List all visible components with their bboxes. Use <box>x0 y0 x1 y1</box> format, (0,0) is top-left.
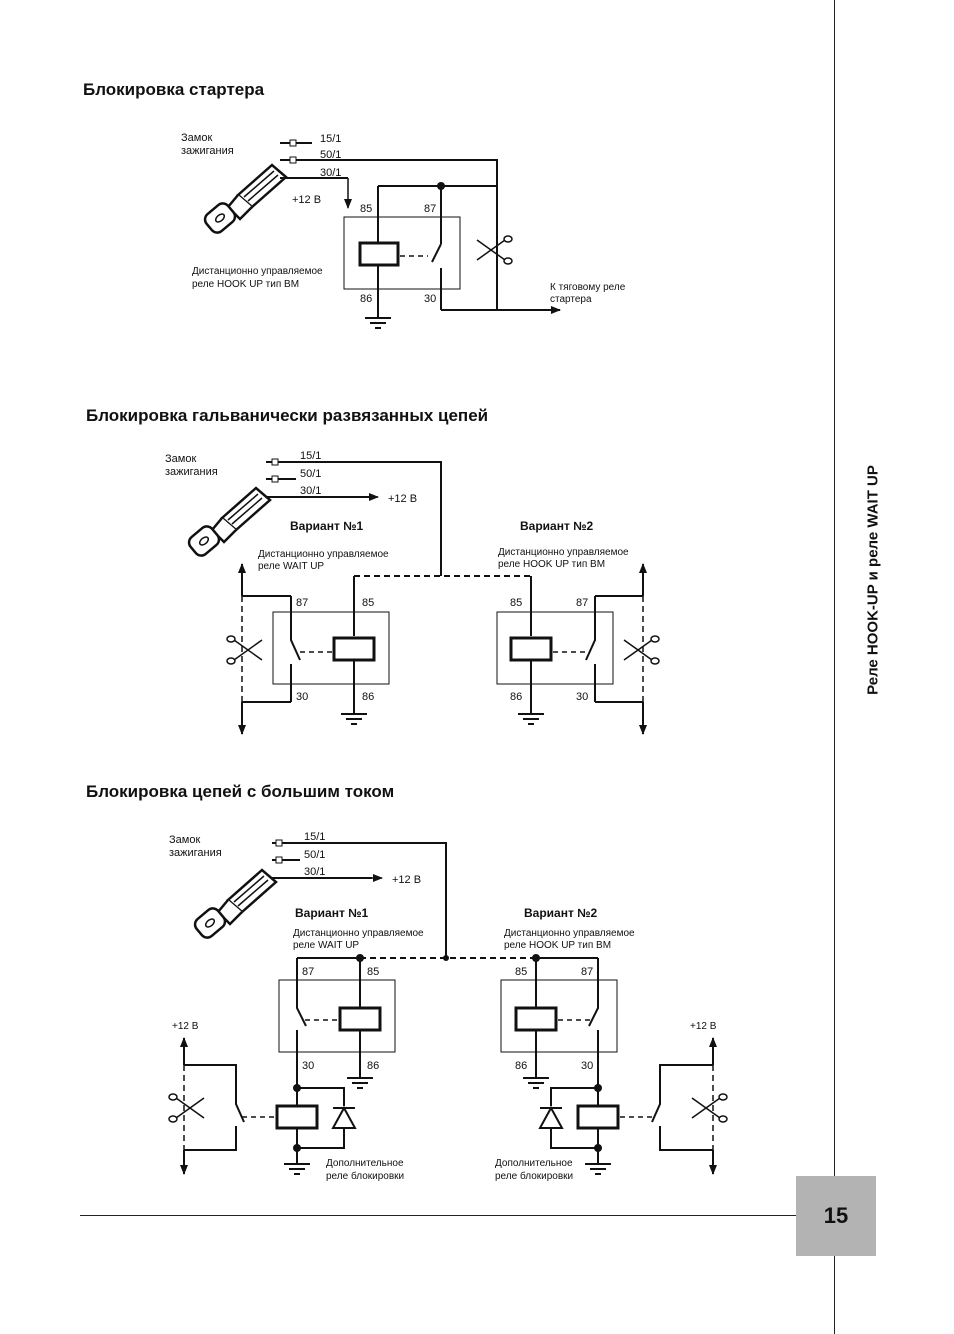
lock-label: Замок <box>169 834 200 846</box>
variant2-label: Вариант №2 <box>520 519 594 533</box>
scissors-icon <box>691 1093 728 1123</box>
terminal-15-label: 15/1 <box>304 831 325 843</box>
lock-label: зажигания <box>169 847 222 859</box>
section2-diagram: Замок зажигания 15/1 50/1 30/1 +12 В Вар… <box>165 450 660 735</box>
section1-heading: Блокировка стартера <box>83 80 265 99</box>
pin-30-label: 30 <box>296 691 308 703</box>
pin-85-label: 85 <box>515 966 527 978</box>
terminal-30-label: 30/1 <box>320 167 341 179</box>
section2-heading: Блокировка гальванически развязанных цеп… <box>86 406 489 425</box>
scissors-icon <box>476 235 513 265</box>
terminal-15-label: 15/1 <box>300 450 321 462</box>
pin-86-label: 86 <box>510 691 522 703</box>
plus12-label: +12 В <box>388 493 417 505</box>
lock-label: Замок <box>165 453 196 465</box>
terminal-50-label: 50/1 <box>320 149 341 161</box>
pin-87-label: 87 <box>302 966 314 978</box>
target-label: стартера <box>550 294 592 305</box>
terminal-30-label: 30/1 <box>304 866 325 878</box>
relay-label: Дистанционно управляемое <box>192 266 323 277</box>
scissors-icon <box>623 635 660 665</box>
variant1-relay-label: Дистанционно управляемое <box>293 928 424 939</box>
variant2-label: Вариант №2 <box>524 906 598 920</box>
lock-label: зажигания <box>165 466 218 478</box>
pin-86-label: 86 <box>360 293 372 305</box>
pin-30-label: 30 <box>302 1060 314 1072</box>
pin-87-label: 87 <box>576 597 588 609</box>
ignition-key-icon <box>200 163 288 237</box>
pin-85-label: 85 <box>360 203 372 215</box>
variant1-relay-label: реле WAIT UP <box>293 940 359 951</box>
pin-30-label: 30 <box>576 691 588 703</box>
section3-heading: Блокировка цепей с большим током <box>86 782 395 801</box>
left-plus12-label: +12 В <box>172 1021 199 1032</box>
terminal-15-label: 15/1 <box>320 133 341 145</box>
variant1-relay-label: Дистанционно управляемое <box>258 549 389 560</box>
variant2-relay-label: реле HOOK UP тип BM <box>504 940 611 951</box>
terminal-50-label: 50/1 <box>300 468 321 480</box>
variant2-relay-label: Дистанционно управляемое <box>504 928 635 939</box>
pin-85-label: 85 <box>367 966 379 978</box>
pin-87-label: 87 <box>424 203 436 215</box>
pin-30-label: 30 <box>424 293 436 305</box>
pin-30-label: 30 <box>581 1060 593 1072</box>
lock-label: Замок <box>181 132 212 144</box>
variant1-label: Вариант №1 <box>295 906 369 920</box>
pin-87-label: 87 <box>296 597 308 609</box>
aux-relay-label: реле блокировки <box>326 1170 404 1182</box>
variant1-label: Вариант №1 <box>290 519 364 533</box>
page-number: 15 <box>796 1176 876 1256</box>
pin-86-label: 86 <box>367 1060 379 1072</box>
aux-relay-label: Дополнительное <box>326 1158 404 1169</box>
terminal-50-label: 50/1 <box>304 849 325 861</box>
lock-label: зажигания <box>181 145 234 157</box>
pin-85-label: 85 <box>362 597 374 609</box>
variant2-relay-label: реле HOOK UP тип BM <box>498 559 605 570</box>
aux-relay-label: реле блокировки <box>495 1170 573 1182</box>
plus12-label: +12 В <box>292 194 321 206</box>
section1-diagram: Замок зажигания 15/1 50/1 30/1 +12 В 85 … <box>181 132 626 329</box>
pin-87-label: 87 <box>581 966 593 978</box>
scissors-icon <box>168 1093 205 1123</box>
plus12-label: +12 В <box>392 874 421 886</box>
bottom-rule <box>80 1215 796 1216</box>
variant1-relay-label: реле WAIT UP <box>258 561 324 572</box>
relay-label: реле HOOK UP тип BM <box>192 279 299 290</box>
ignition-key-icon <box>190 868 278 942</box>
target-label: К тяговому реле <box>550 282 626 293</box>
section3-diagram: Замок зажигания 15/1 50/1 30/1 +12 В Вар… <box>168 831 728 1182</box>
pin-85-label: 85 <box>510 597 522 609</box>
variant2-relay-label: Дистанционно управляемое <box>498 547 629 558</box>
pin-86-label: 86 <box>362 691 374 703</box>
right-plus12-label: +12 В <box>690 1021 717 1032</box>
aux-relay-label: Дополнительное <box>495 1158 573 1169</box>
pin-86-label: 86 <box>515 1060 527 1072</box>
scissors-icon <box>226 635 263 665</box>
ignition-key-icon <box>184 486 272 560</box>
right-margin-rule <box>834 0 835 1334</box>
terminal-30-label: 30/1 <box>300 485 321 497</box>
